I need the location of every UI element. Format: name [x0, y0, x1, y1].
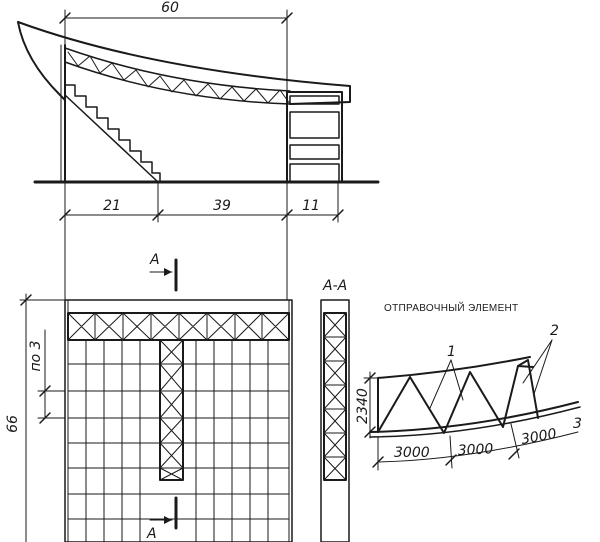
callout-2: 2 — [550, 323, 559, 339]
service-block-room — [289, 144, 340, 160]
element-web — [517, 365, 534, 368]
dim-line-segments — [377, 431, 579, 463]
elevation-view: 60 21 39 11 — [17, 0, 380, 223]
canopy-front-edge — [17, 21, 66, 101]
plan-truss-bracing — [67, 312, 290, 341]
section-arrow-head — [164, 516, 172, 524]
callout-2-leader — [533, 339, 553, 395]
dim-tick — [332, 209, 344, 221]
section-outline — [320, 299, 350, 542]
section-truss — [323, 312, 347, 481]
element-top-chord — [377, 356, 531, 379]
service-block-row — [289, 95, 340, 105]
dim-mid-label: 39 — [213, 198, 231, 214]
section-arrow-head — [164, 268, 172, 276]
dim-step-label: по 3 — [28, 340, 44, 371]
section-a-a: A-A — [320, 278, 350, 542]
service-block-room — [289, 163, 340, 183]
dim-tick — [364, 372, 376, 384]
dim-tick — [39, 412, 51, 424]
truss-web — [67, 51, 291, 105]
truss-top-chord — [64, 47, 291, 92]
plan-outline — [64, 299, 293, 542]
dim-tick — [281, 209, 293, 221]
section-mark-label: A — [149, 252, 160, 268]
plan-bay-bracing — [159, 339, 184, 481]
segment-1-label: 3000 — [394, 445, 430, 461]
dim-depth-label: 66 — [5, 415, 21, 433]
dim-tick — [59, 209, 71, 221]
shipping-element: ОТПРАВОЧНЫЙ ЭЛЕМЕНТ 1 2 3 2340 3000 — [355, 301, 582, 471]
dim-tick — [152, 209, 164, 221]
section-truss-bracing — [323, 312, 347, 481]
element-web — [377, 359, 539, 434]
dim-tick — [364, 426, 376, 438]
dim-tick — [372, 456, 384, 468]
callout-1-leader — [450, 359, 464, 401]
section-mark-label: A — [146, 526, 157, 542]
plan-rafters — [85, 339, 269, 542]
service-block-room — [289, 111, 340, 139]
dim-tick — [281, 12, 293, 24]
section-truss-struts — [323, 336, 347, 458]
truss-bottom-chord — [64, 61, 291, 105]
plan-truss-verticals — [94, 312, 263, 341]
segment-2-label: 3000 — [457, 441, 494, 459]
shipping-element-title: ОТПРАВОЧНЫЙ ЭЛЕМЕНТ — [384, 301, 518, 314]
plan-purlins — [67, 363, 290, 520]
plan-view: A A 66 по 3 — [5, 252, 293, 542]
dim-height-label: 2340 — [355, 388, 371, 424]
callout-3: 3 — [573, 416, 582, 432]
extension-line — [449, 435, 453, 469]
dim-right-label: 11 — [302, 198, 320, 214]
stairs-profile — [64, 84, 161, 183]
callout-1: 1 — [447, 344, 456, 360]
extension-line — [510, 423, 520, 459]
dim-tick — [39, 385, 51, 397]
canopy-top-line — [17, 21, 351, 105]
callout-2-leader — [522, 339, 553, 384]
segment-3-label: 3000 — [520, 426, 558, 448]
dim-left-label: 21 — [103, 198, 121, 214]
dim-tick — [445, 454, 457, 466]
dim-tick — [508, 448, 520, 460]
dim-tick — [59, 12, 71, 24]
dim-tick — [20, 294, 32, 306]
stairs-stringer — [64, 94, 159, 183]
section-title: A-A — [322, 278, 347, 294]
dim-total-label: 60 — [161, 0, 179, 16]
element-bottom-chord-inner — [369, 406, 581, 438]
element-bottom-chord — [369, 401, 579, 433]
service-block — [286, 91, 343, 183]
callout-1-leader — [429, 359, 452, 409]
plan-braced-bay — [159, 339, 184, 481]
